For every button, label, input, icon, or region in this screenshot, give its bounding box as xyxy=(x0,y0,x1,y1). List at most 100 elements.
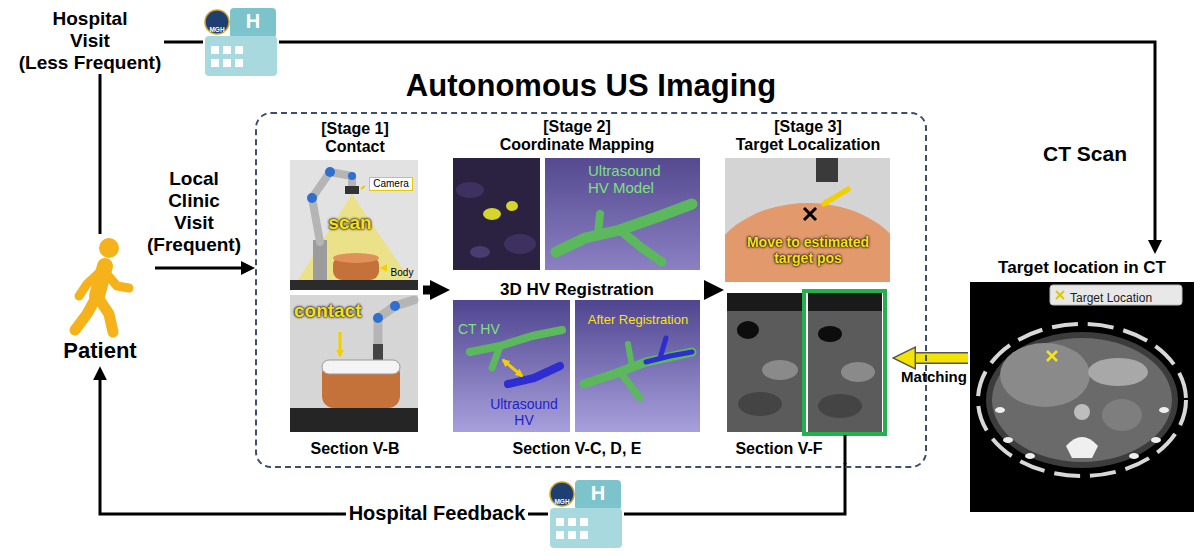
edge-label: Hospital Feedback xyxy=(346,502,529,525)
text-holder: Section V-B xyxy=(287,440,423,458)
text-line: Ultrasound xyxy=(588,162,661,179)
text-holder: MGH xyxy=(550,490,574,508)
callout-label: Camera xyxy=(369,177,413,191)
registration-before xyxy=(508,366,560,384)
callout-label: Ultrasound HV Model xyxy=(588,162,661,197)
vessel-model xyxy=(545,158,700,270)
registration-after xyxy=(584,352,692,384)
hospital-window xyxy=(235,59,243,67)
text-line: Local xyxy=(147,168,241,190)
text-holder: Section V-C, D, E xyxy=(450,440,704,458)
hospital-window xyxy=(223,59,231,67)
hospital-sign xyxy=(230,8,276,38)
ct-slice xyxy=(1003,437,1013,443)
ct-slice xyxy=(970,282,1194,512)
callout-label: contact xyxy=(294,300,362,322)
hospital-window xyxy=(580,531,588,539)
connector-arrow xyxy=(155,267,249,270)
callout-label: After Registration xyxy=(588,313,688,328)
text-line: [Stage 2] xyxy=(500,118,655,136)
hospital-window xyxy=(580,518,588,526)
text-line: Visit xyxy=(147,212,241,234)
hospital-window xyxy=(211,59,219,67)
hospital-window xyxy=(568,518,576,526)
person-head xyxy=(99,238,119,258)
callout-label: Ultrasound HV xyxy=(490,396,558,428)
robot-contact-photo xyxy=(373,344,383,360)
robot-scan-photo xyxy=(361,186,365,189)
edge-label: Matching xyxy=(901,368,967,385)
hospital-window xyxy=(211,46,219,54)
callout-label: CT HV xyxy=(458,321,500,337)
text-holder: CT HV xyxy=(458,320,514,338)
text-holder: Matching xyxy=(896,368,972,386)
robot-target-photo xyxy=(725,203,890,282)
ct-slice xyxy=(978,324,1186,476)
hospital-icon: MGH H xyxy=(548,478,624,550)
robot-target-photo xyxy=(822,188,850,205)
person-limb xyxy=(75,296,97,330)
robot-contact-photo xyxy=(322,360,400,374)
ultrasound-image xyxy=(483,208,501,220)
registration-before xyxy=(503,360,522,376)
text-line: [Stage 3] xyxy=(736,118,881,136)
ultrasound-pair xyxy=(727,291,885,464)
text-holder: H xyxy=(575,482,621,505)
robot-target-photo xyxy=(804,208,816,220)
text-holder: Hospital Feedback xyxy=(322,502,552,525)
node-label: MGH xyxy=(554,498,569,505)
registration-before xyxy=(453,300,570,432)
text-holder: MGH xyxy=(205,18,229,36)
robot-contact-photo xyxy=(373,313,383,323)
text-holder: Section V-F xyxy=(724,440,834,458)
ct-slice xyxy=(1047,351,1057,361)
text-line: Move to estimated xyxy=(747,234,869,250)
ultrasound-image xyxy=(504,234,536,254)
person-limb xyxy=(105,272,129,288)
ultrasound-pair xyxy=(737,321,759,339)
vessel-model xyxy=(620,230,662,262)
text-holder: Patient xyxy=(45,338,155,363)
ct-slice xyxy=(970,282,1194,512)
robot-scan-photo xyxy=(333,253,379,263)
connector-arrow xyxy=(279,42,1155,248)
hospital-seal xyxy=(550,482,574,506)
hospital-building xyxy=(205,36,277,76)
ct-slice xyxy=(1025,453,1035,459)
hospital-icon: MGHH xyxy=(203,6,279,78)
text-holder: [Stage 2] Coordinate Mapping xyxy=(450,118,704,155)
robot-contact-photo xyxy=(378,300,414,344)
ultrasound-pair xyxy=(804,291,885,434)
node-label: H xyxy=(591,482,605,505)
callout-label: Body xyxy=(391,267,414,279)
text-holder: Move to estimated target pos xyxy=(728,234,888,267)
ultrasound-image xyxy=(453,158,540,270)
text-holder: 3D HV Registration xyxy=(450,280,704,300)
text-line: (Frequent) xyxy=(147,234,241,256)
ultrasound-pair xyxy=(808,293,882,432)
hospital-icon xyxy=(548,478,624,550)
ultrasound-image xyxy=(506,201,518,211)
hospital-window xyxy=(556,518,564,526)
robot-scan-photo xyxy=(381,267,387,269)
text-holder: Ultrasound HV Model xyxy=(588,162,698,197)
registration-after xyxy=(575,300,700,432)
text-line: target pos xyxy=(747,250,869,266)
ct-slice xyxy=(1102,399,1142,431)
callout-label: Move to estimated target pos xyxy=(747,234,869,266)
node-label: [Stage 2] Coordinate Mapping xyxy=(500,118,655,155)
ct-slice xyxy=(1151,437,1161,443)
connector-arrow xyxy=(624,463,845,514)
robot-scan-photo xyxy=(290,160,418,290)
hospital-icon xyxy=(203,6,279,78)
text-holder: After Registration xyxy=(578,310,698,328)
robot-scan-photo xyxy=(290,160,418,290)
robot-contact-photo xyxy=(290,295,418,432)
ultrasound-pair xyxy=(738,392,782,416)
ultrasound-pair xyxy=(841,362,875,382)
node-label: [Stage 1] Contact xyxy=(321,120,389,157)
node-label: Target location in CT xyxy=(998,258,1166,278)
text-line: Contact xyxy=(321,138,389,156)
